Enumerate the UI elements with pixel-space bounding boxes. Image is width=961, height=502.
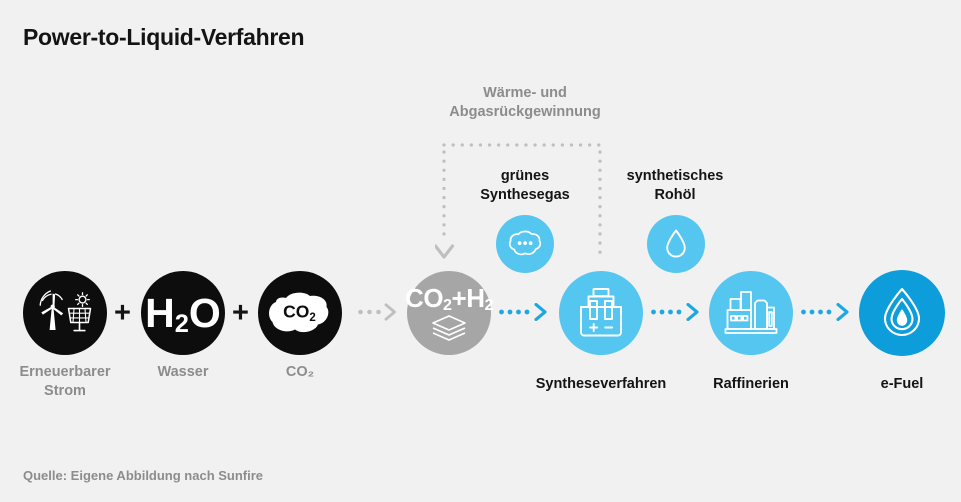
syngas-label: grünes Synthesegas (480, 168, 570, 203)
connector-refinery-to-efuel (801, 302, 859, 326)
refinery-label: Raffinerien (713, 376, 789, 392)
dotted-arrow-blue-icon (499, 302, 547, 322)
dotted-arrow-blue-icon (651, 302, 699, 322)
crude-oil-label: synthetisches Rohöl (626, 168, 724, 203)
stacked-layers-icon (432, 314, 466, 341)
svg-text:CO2: CO2 (283, 302, 316, 325)
efuel-label: e-Fuel (880, 376, 924, 392)
h2o-formula: H2O (145, 289, 221, 339)
co2-cloud-icon: CO2 (269, 292, 329, 333)
connector-mix-to-synthesis (499, 302, 557, 326)
co2-label: CO₂ (285, 364, 315, 380)
recovery-label: Wärme- und Abgasrückgewinnung (449, 85, 601, 120)
source-note: Quelle: Eigene Abbildung nach Sunfire (23, 468, 264, 483)
efuel-circle[interactable] (859, 270, 945, 356)
water-label: Wasser (157, 364, 209, 380)
synthesis-label: Syntheseverfahren (535, 376, 667, 392)
dotted-arrow-blue-icon (801, 302, 849, 322)
recovery-bracket-svg (433, 143, 602, 262)
dotted-arrow-grey-icon (358, 303, 396, 321)
co2-h2-formula: CO2+H2 (405, 282, 493, 315)
co2-h2-mix-circle[interactable]: CO2+H2 (405, 271, 493, 355)
wind-turbine-solar-panel-icon (39, 290, 92, 332)
page-title: Power-to-Liquid-Verfahren (23, 24, 305, 50)
fuel-droplet-icon (883, 287, 921, 337)
renewable-power-label: Erneuerbarer Strom (19, 364, 111, 399)
water-circle[interactable]: H2O (141, 271, 225, 355)
syngas-circle[interactable] (496, 215, 554, 273)
connector-co2-to-mix (358, 303, 404, 326)
electrolysis-cell-icon (580, 288, 622, 337)
crude-oil-circle[interactable] (647, 215, 705, 273)
refinery-circle[interactable] (709, 271, 793, 355)
connector-synthesis-to-refinery (651, 302, 709, 326)
refinery-plant-icon (724, 291, 778, 334)
dotted-recirculation-bracket (433, 138, 615, 263)
syngas-cloud-icon (508, 230, 542, 256)
co2-circle[interactable]: CO2 (258, 271, 342, 355)
plus-operator-2: + (232, 297, 249, 329)
plus-operator-1: + (114, 297, 131, 329)
crude-oil-droplet-icon (666, 229, 686, 258)
synthesis-circle[interactable] (559, 271, 643, 355)
renewable-power-circle[interactable] (23, 271, 107, 355)
